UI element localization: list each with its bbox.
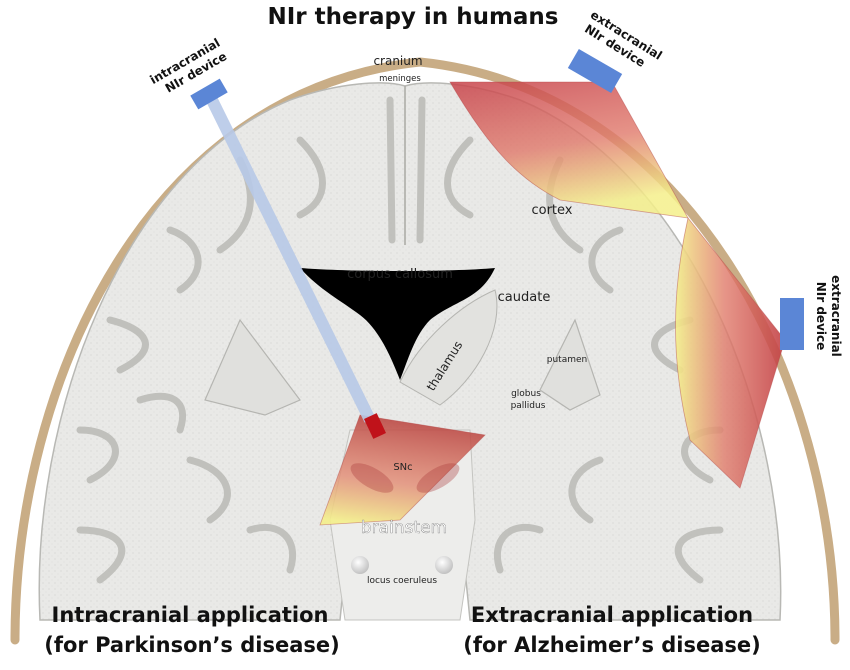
label-brainstem: brainstem (361, 518, 447, 538)
skull-arc (10, 57, 840, 645)
extracranial-side-label-line1: extracranial (829, 275, 843, 357)
page-title: NIr therapy in humans (267, 4, 558, 30)
label-meninges: meninges (379, 74, 421, 84)
label-caudate: caudate (498, 290, 551, 305)
caption-left-line1: Intracranial application (52, 603, 329, 627)
label-globus: globus (511, 389, 541, 399)
cortex-sulci-left (76, 96, 396, 584)
label-snc: SNc (393, 462, 412, 473)
snc-right (416, 463, 460, 493)
corpus-callosum (300, 268, 495, 380)
cortex-sulci-right (416, 96, 724, 584)
label-locus-coeruleus: locus coeruleus (367, 576, 437, 586)
caption-right-line1: Extracranial application (471, 603, 753, 627)
label-cranium: cranium (373, 54, 422, 68)
light-beam-side (675, 217, 786, 489)
label-pallidus: pallidus (511, 401, 546, 411)
label-cortex: cortex (531, 203, 572, 218)
label-corpus-callosum: corpus callosum (347, 267, 453, 282)
light-beam-top (449, 81, 689, 219)
extracranial-device-top (567, 48, 623, 94)
extracranial-side-label-line2: NIr device (814, 282, 828, 351)
extracranial-device-side (780, 298, 804, 350)
intracranial-optic-fibre (206, 97, 376, 423)
thalamus-region (399, 289, 498, 406)
left-lateral-structure (204, 318, 301, 416)
putamen-shape (539, 318, 601, 411)
locus-coeruleus-right (435, 556, 453, 574)
label-putamen: putamen (547, 355, 587, 365)
intracranial-device (190, 78, 228, 110)
extracranial-device-side-label: extracranial NIr device (814, 275, 843, 357)
implant-tip (364, 413, 386, 439)
light-beam-brainstem (319, 414, 486, 526)
caption-right-line2: (for Alzheimer’s disease) (463, 633, 761, 657)
caption-left-line2: (for Parkinson’s disease) (44, 633, 339, 657)
snc-left (350, 463, 394, 493)
locus-coeruleus-left (351, 556, 369, 574)
